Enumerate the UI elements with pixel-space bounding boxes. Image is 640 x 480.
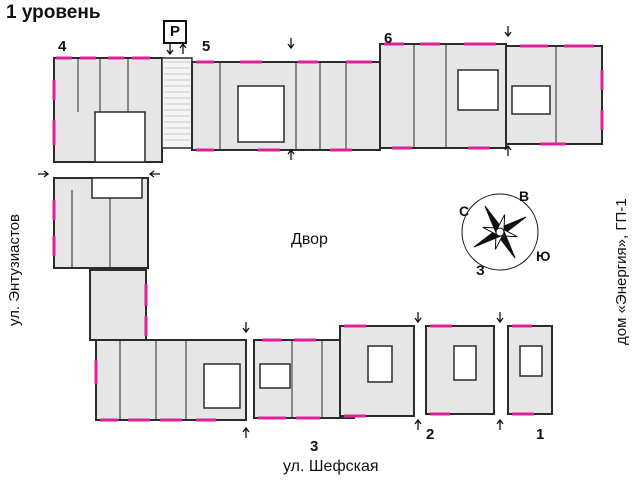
section-2-label: 2 bbox=[426, 426, 435, 443]
level-title: 1 уровень bbox=[6, 2, 101, 23]
section-6-label: 6 bbox=[384, 30, 393, 47]
entrance-arrow-5b bbox=[287, 148, 295, 160]
stair-core-bottom-left bbox=[203, 363, 241, 409]
building-block-section-5 bbox=[191, 61, 381, 151]
stair-core-section-6 bbox=[457, 69, 499, 111]
compass-north-letter: С bbox=[459, 203, 470, 219]
street-bottom-label: ул. Шефская bbox=[283, 458, 379, 475]
street-left-label: ул. Энтузиастов bbox=[6, 214, 23, 326]
compass-east-letter: В bbox=[519, 188, 530, 204]
stair-core-section-2a bbox=[367, 345, 393, 383]
entrance-arrow-left-b bbox=[148, 170, 160, 178]
parking-sign: P bbox=[163, 20, 187, 44]
section-4-label: 4 bbox=[58, 38, 67, 55]
parking-exit-arrow bbox=[179, 42, 187, 54]
entrance-arrow-1b bbox=[496, 418, 504, 430]
corridor-left bbox=[91, 177, 143, 199]
stair-core-section-2b bbox=[453, 345, 477, 381]
stair-core-section-4 bbox=[94, 111, 146, 163]
parking-ramp bbox=[161, 57, 193, 149]
stair-core-section-3 bbox=[259, 363, 291, 389]
entrance-arrow-2a bbox=[414, 312, 422, 324]
section-3-label: 3 bbox=[310, 438, 319, 455]
entrance-arrow-6 bbox=[504, 26, 512, 38]
compass-ring bbox=[461, 193, 539, 271]
entrance-arrow-2b bbox=[414, 418, 422, 430]
compass-center bbox=[495, 227, 505, 237]
entrance-arrow-3b bbox=[242, 426, 250, 438]
section-1-label: 1 bbox=[536, 426, 545, 443]
building-block-left-middle bbox=[89, 269, 147, 341]
street-right-label: дом «Энергия», ГП-1 bbox=[613, 198, 630, 345]
entrance-arrow-1a bbox=[496, 312, 504, 324]
compass-south-letter: Ю bbox=[536, 248, 551, 264]
entrance-arrow-6b bbox=[504, 144, 512, 156]
stair-core-section-1 bbox=[519, 345, 543, 377]
entrance-arrow-left bbox=[38, 170, 50, 178]
yard-label: Двор bbox=[291, 231, 328, 248]
stair-core-section-6b bbox=[511, 85, 551, 115]
entrance-arrow-3a bbox=[242, 322, 250, 334]
parking-entry-arrow bbox=[166, 44, 174, 56]
entrance-arrow-5 bbox=[287, 38, 295, 50]
stair-core-section-5 bbox=[237, 85, 285, 143]
compass-west-letter: З bbox=[476, 262, 485, 278]
section-5-label: 5 bbox=[202, 38, 211, 55]
